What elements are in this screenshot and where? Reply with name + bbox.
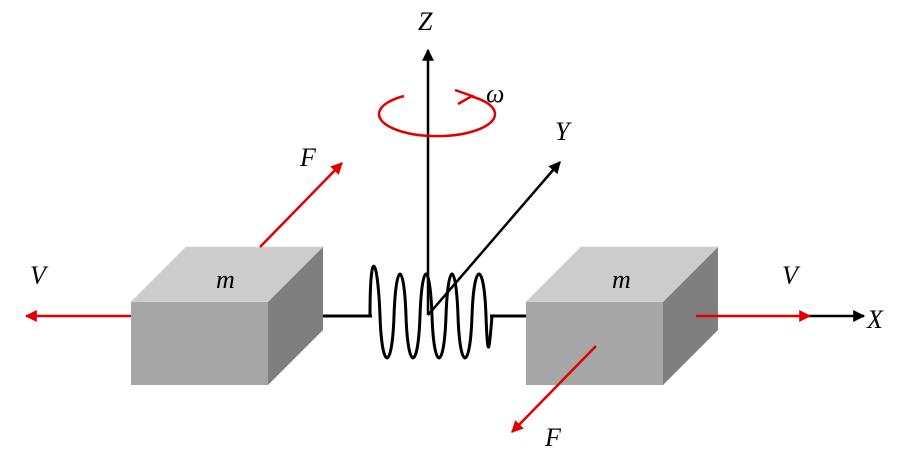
force-bottom-arrow [511,345,597,433]
spring [368,264,494,360]
force-top-label: F [299,143,317,172]
force-top-arrow [259,162,343,248]
y-axis [427,161,561,316]
rotation-arrow [377,88,497,138]
z-axis-label: Z [418,7,433,36]
y-axis-label: Y [555,117,572,146]
omega-label: ω [486,79,504,108]
left-mass-label: m [216,265,235,294]
force-bottom-label: F [544,423,562,452]
right-mass-label: m [612,265,631,294]
velocity-right-label: V [782,261,801,290]
left-mass-block [129,246,325,385]
velocity-left-label: V [30,261,49,290]
right-mass-block [524,246,720,385]
x-axis-label: X [866,305,884,334]
